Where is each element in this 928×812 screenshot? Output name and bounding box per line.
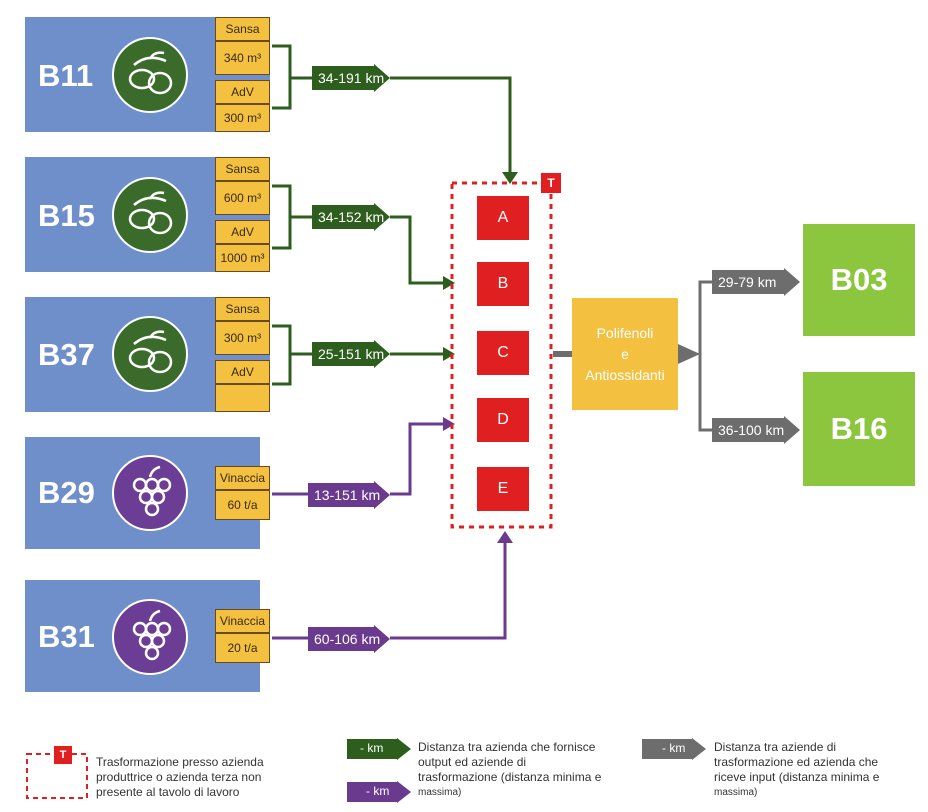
km-label: 34-191 km (318, 70, 385, 86)
arrowhead-b15 (443, 276, 455, 290)
input-qty-value: 600 m³ (223, 191, 262, 205)
arrowhead-product (678, 344, 700, 364)
input-qty: 20 t/a (215, 633, 270, 663)
receiver-b03: B03 (803, 224, 915, 336)
legend-purple-arrow (347, 781, 411, 803)
grape-icon (112, 599, 188, 675)
supplier-code: B29 (38, 475, 95, 510)
supplier-code: B11 (38, 58, 94, 93)
input-qty-value: 300 m³ (223, 111, 262, 125)
input-name: Vinaccia (219, 471, 266, 485)
legend-delivery-text: Distanza tra aziende di trasformazione e… (714, 740, 919, 800)
km-label: 25-151 km (318, 346, 385, 362)
input-vinaccia: Vinaccia (215, 609, 270, 633)
legend-km-label: - km (366, 784, 390, 798)
badge-letter: T (547, 176, 555, 190)
input-name: AdV (231, 225, 254, 239)
arrowhead-b37 (443, 347, 455, 361)
legend-line: Distanza tra aziende di (714, 740, 837, 754)
legend-line: Distanza tra azienda che fornisce (418, 740, 596, 754)
legend-badge-letter: T (59, 749, 67, 761)
input-qty-value: 60 t/a (227, 498, 258, 512)
input-name: Sansa (225, 22, 260, 36)
legend-line: massima) (714, 787, 758, 798)
input-qty: 1000 m³ (215, 244, 270, 272)
transformation-frame (450, 181, 553, 529)
legend-gray-arrow (642, 738, 706, 760)
input-name: Vinaccia (219, 614, 266, 628)
step-e: E (477, 467, 529, 511)
km-arrow-b15 (312, 203, 390, 231)
step-b: B (477, 262, 529, 306)
km-label: 29-79 km (718, 274, 777, 290)
receiver-b16: B16 (803, 372, 915, 486)
legend-line: trasformazione (distanza minima e (418, 770, 602, 784)
supplier-code: B37 (38, 337, 95, 372)
input-qty: 600 m³ (215, 181, 270, 215)
legend-supply-text: Distanza tra azienda che fornisce output… (418, 740, 648, 800)
olive-icon (112, 177, 188, 253)
legend-line: Trasformazione presso azienda (96, 755, 264, 769)
km-label: 60-106 km (314, 631, 381, 647)
grape-icon (112, 455, 188, 531)
input-qty: 300 m³ (215, 104, 270, 132)
legend-line: trasformazione ed azienda che (714, 755, 879, 769)
input-qty-value: 300 m³ (223, 331, 262, 345)
input-vinaccia: Vinaccia (215, 466, 270, 490)
legend-transformation-text: Trasformazione presso azienda produttric… (96, 755, 326, 800)
input-adv: AdV (215, 360, 270, 384)
arrowhead-b11 (502, 172, 518, 184)
km-arrow-b29 (308, 481, 390, 509)
legend-line: massima) (418, 787, 462, 798)
input-sansa: Sansa (215, 157, 270, 181)
legend-line: output ed aziende di (418, 755, 527, 769)
input-sansa: Sansa (215, 17, 270, 41)
arrowhead-b29 (443, 417, 455, 431)
product-line-2: e (621, 345, 629, 362)
legend-line: riceve input (distanza minima e (714, 770, 880, 784)
supplier-code: B31 (38, 619, 95, 654)
legend-line: produttrice o azienda terza non (96, 770, 262, 784)
km-arrow-b16 (712, 416, 800, 444)
km-arrow-b03 (712, 268, 800, 296)
input-name: AdV (231, 85, 254, 99)
step-d: D (477, 398, 529, 442)
product-box: Polifenoli e Antiossidanti (572, 298, 678, 410)
olive-icon (112, 37, 188, 113)
product-line-3: Antiossidanti (585, 366, 665, 383)
supplier-code: B15 (38, 198, 95, 233)
km-arrow-b31 (308, 625, 390, 653)
arrowhead-b31 (497, 531, 513, 543)
km-arrow-b37 (312, 340, 390, 368)
olive-icon (112, 316, 188, 392)
transformation-badge: T (541, 173, 561, 193)
legend-t-badge: T (54, 746, 72, 764)
input-qty: 60 t/a (215, 490, 270, 520)
input-adv: AdV (215, 220, 270, 244)
legend-km-label: - km (360, 741, 384, 755)
input-qty (215, 384, 270, 412)
input-qty-value: 340 m³ (223, 51, 262, 65)
legend-line: presente al tavolo di lavoro (96, 785, 240, 799)
input-name: AdV (231, 365, 254, 379)
input-qty: 340 m³ (215, 41, 270, 75)
input-adv: AdV (215, 80, 270, 104)
step-c: C (477, 331, 529, 375)
input-qty: 300 m³ (215, 321, 270, 355)
km-label: 34-152 km (318, 209, 385, 225)
legend-km-label: - km (662, 741, 686, 755)
km-label: 13-151 km (314, 487, 381, 503)
step-a: A (477, 196, 529, 240)
input-sansa: Sansa (215, 297, 270, 321)
input-qty-value: 20 t/a (227, 641, 258, 655)
km-arrow-b11 (312, 64, 390, 92)
input-name: Sansa (225, 162, 260, 176)
km-label: 36-100 km (718, 422, 785, 438)
legend-green-arrow (347, 738, 411, 760)
product-line-1: Polifenoli (596, 324, 654, 341)
input-qty-value: 1000 m³ (220, 251, 265, 265)
input-name: Sansa (225, 302, 260, 316)
